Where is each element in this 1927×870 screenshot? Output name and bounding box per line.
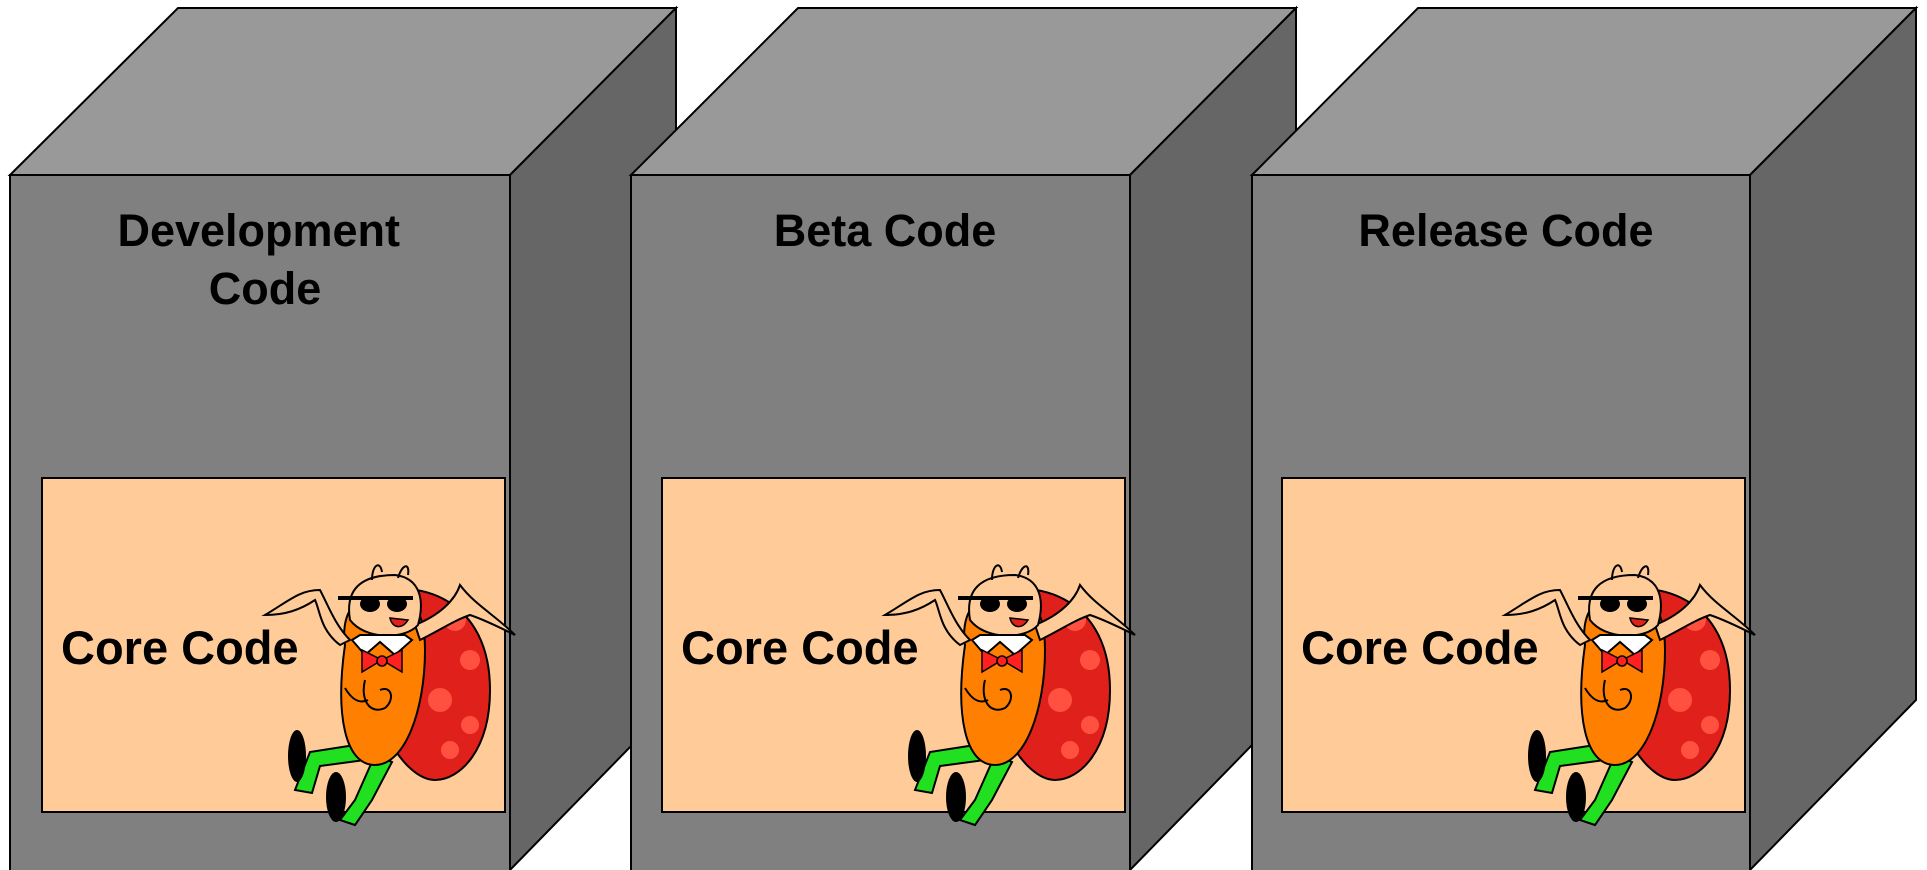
box-title-line-2: Code	[209, 263, 322, 314]
release-code-box: Release Code Core Code	[1249, 5, 1919, 870]
box-title: Development Code	[117, 205, 412, 314]
box-title-line-1: Release Code	[1358, 205, 1653, 256]
core-code-label: Core Code	[61, 621, 299, 674]
box-title-line-1: Development	[117, 205, 400, 256]
core-code-label: Core Code	[1301, 621, 1539, 674]
box-title: Beta Code	[774, 205, 997, 256]
box-title-line-1: Beta Code	[774, 205, 997, 256]
development-code-box: Development Code Core Code	[7, 5, 679, 870]
core-code-label: Core Code	[681, 621, 919, 674]
beta-code-box: Beta Code Core Code	[628, 5, 1299, 870]
box-title: Release Code	[1358, 205, 1653, 256]
